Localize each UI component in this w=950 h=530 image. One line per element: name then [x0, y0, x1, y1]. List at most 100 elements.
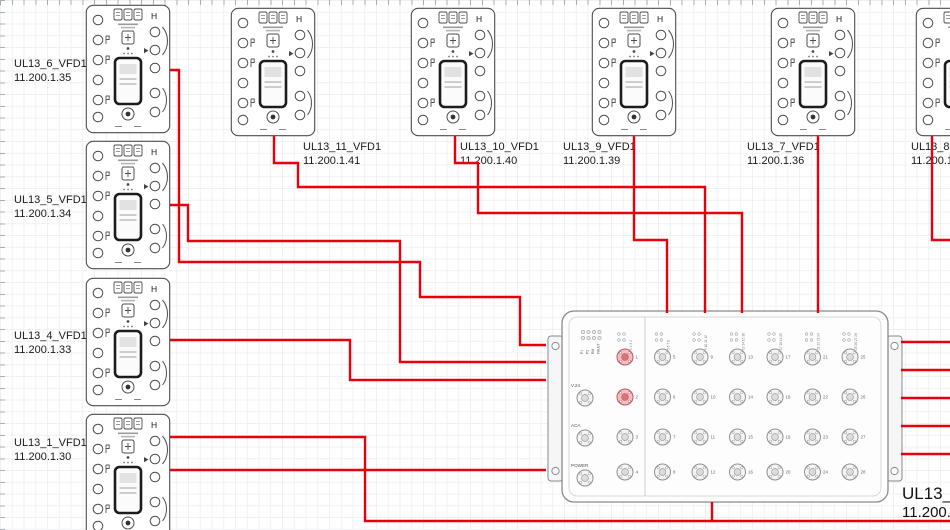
switch-side-port-label: ACA — [571, 423, 581, 428]
switch-port[interactable] — [576, 389, 594, 407]
wire-8-ul13_9_vfd1[interactable] — [632, 136, 669, 313]
port-number: 28 — [861, 470, 866, 475]
switch-port-24[interactable]: 24 — [804, 463, 829, 481]
switch-port-17[interactable]: 17 — [766, 348, 791, 366]
port-number: 1 — [636, 355, 639, 360]
port-number: 25 — [861, 355, 866, 360]
switch-port-1[interactable]: 1 — [616, 348, 639, 366]
switch-port-6[interactable]: 6 — [654, 388, 677, 406]
port-number: 9 — [711, 355, 714, 360]
port-column-numbers: 17 18 19 20 — [779, 333, 783, 350]
switch-port-26[interactable]: 26 — [841, 388, 866, 406]
vfd-drawing — [591, 7, 677, 137]
device-name: UL13_10_VFD1 — [460, 141, 539, 153]
ruler-top-ticks — [0, 0, 950, 5]
device-name: UL13_11_VFD1 — [303, 141, 382, 153]
switch-port-23[interactable]: 23 — [804, 428, 829, 446]
port-number: 7 — [673, 435, 676, 440]
port-number: 27 — [861, 435, 866, 440]
port-number: 18 — [786, 395, 791, 400]
port-number: 22 — [823, 395, 828, 400]
port-number: 15 — [748, 435, 753, 440]
vfd-device-ul13_4_vfd1[interactable] — [85, 277, 171, 412]
switch-port-5[interactable]: 5 — [654, 348, 677, 366]
vfd-device-ul13_5_vfd1[interactable] — [85, 140, 171, 275]
port-column-numbers: 13 14 15 16 — [742, 333, 746, 350]
switch-name: UL13_ — [902, 484, 950, 503]
switch-port-12[interactable]: 12 — [691, 463, 716, 481]
ruler-left-ticks — [0, 0, 5, 530]
port-number: 13 — [748, 355, 753, 360]
switch-port-16[interactable]: 16 — [729, 463, 754, 481]
switch-port[interactable] — [576, 429, 594, 447]
switch-side-port-label: V.24 — [571, 383, 580, 388]
device-ip: 11.200.1. — [911, 154, 950, 167]
switch-led-label: FAULT — [597, 344, 601, 354]
switch-port-28[interactable]: 28 — [841, 463, 866, 481]
switch-port-13[interactable]: 13 — [729, 348, 754, 366]
switch-port-4[interactable]: 4 — [616, 463, 639, 481]
vfd-drawing — [85, 277, 171, 407]
port-number: 4 — [636, 470, 639, 475]
port-column-numbers: 1 2 3 4 — [629, 340, 633, 350]
port-number: 23 — [823, 435, 828, 440]
switch-port-22[interactable]: 22 — [804, 388, 829, 406]
switch-port-27[interactable]: 27 — [841, 428, 866, 446]
vfd-device-ul13_11_vfd1[interactable] — [230, 7, 316, 142]
wire-1-ul13_6_vfd1[interactable] — [170, 68, 546, 347]
vfd-device-ul13_10_vfd1[interactable] — [410, 7, 496, 142]
switch-port-7[interactable]: 7 — [654, 428, 677, 446]
port-number: 8 — [673, 470, 676, 475]
vfd-device-ul13_7_vfd1[interactable] — [770, 7, 856, 142]
switch-port[interactable] — [576, 469, 594, 487]
switch-port-18[interactable]: 18 — [766, 388, 791, 406]
switch-port-9[interactable]: 9 — [691, 348, 714, 366]
port-column-numbers: 21 22 23 24 — [817, 333, 821, 350]
port-number: 14 — [748, 395, 753, 400]
switch-port-20[interactable]: 20 — [766, 463, 791, 481]
switch-port-25[interactable]: 25 — [841, 348, 866, 366]
switch-led-label: P2 — [586, 350, 590, 354]
switch-port-11[interactable]: 11 — [691, 428, 716, 446]
vfd-drawing — [230, 7, 316, 137]
switch-port-10[interactable]: 10 — [691, 388, 716, 406]
device-name: UL13_6_VFD1 — [14, 58, 87, 70]
wire-4-ul13_1_vfd1[interactable] — [170, 435, 950, 523]
vfd-device-ul13_8[interactable] — [915, 7, 950, 142]
device-ip: 11.200.1.39 — [563, 154, 621, 167]
switch-port-8[interactable]: 8 — [654, 463, 677, 481]
wire-10-ul13_8[interactable] — [930, 136, 950, 242]
switch-port-3[interactable]: 3 — [616, 428, 639, 446]
wire-2-ul13_5_vfd1[interactable] — [170, 203, 546, 364]
switch-port-14[interactable]: 14 — [729, 388, 754, 406]
device-name: UL13_4_VFD1 — [14, 330, 87, 342]
switch-port-21[interactable]: 21 — [804, 348, 829, 366]
switch-body — [561, 310, 889, 503]
wire-3-ul13_4_vfd1[interactable] — [170, 338, 546, 382]
vfd-device-ul13_9_vfd1[interactable] — [591, 7, 677, 142]
vfd-drawing — [85, 4, 171, 134]
switch-port-2[interactable]: 2 — [616, 388, 639, 406]
port-number: 20 — [786, 470, 791, 475]
wire-6-ul13_11_vfd1[interactable] — [272, 136, 707, 313]
device-name: UL13_9_VFD1 — [563, 141, 636, 153]
switch-label: UL13_ 11.200.1 — [902, 484, 950, 521]
device-ip: 11.200.1.34 — [14, 207, 72, 220]
switch-port-15[interactable]: 15 — [729, 428, 754, 446]
device-ip: 11.200.1.35 — [14, 71, 72, 84]
switch-led-label: P1 — [580, 350, 584, 354]
switch-port-19[interactable]: 19 — [766, 428, 791, 446]
vfd-device-ul13_6_vfd1[interactable] — [85, 4, 171, 139]
port-column-numbers: 5 6 7 8 — [667, 340, 671, 350]
vfd-device-ul13_1_vfd1[interactable] — [85, 413, 171, 530]
port-number: 21 — [823, 355, 828, 360]
port-number: 16 — [748, 470, 753, 475]
wire-7-ul13_10_vfd1[interactable] — [453, 136, 744, 313]
port-number: 11 — [711, 435, 716, 440]
device-ip: 11.200.1.41 — [303, 154, 361, 167]
